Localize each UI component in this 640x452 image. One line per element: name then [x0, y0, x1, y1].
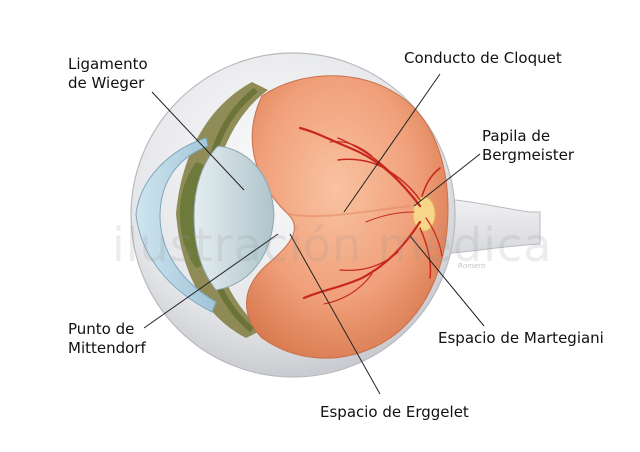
label-espacio-de-erggelet: Espacio de Erggelet	[320, 403, 469, 421]
leader-lines	[143, 73, 485, 395]
credit-text: Romero	[458, 262, 486, 270]
cornea-shape	[135, 137, 217, 313]
leader-punto	[143, 233, 279, 329]
lens-shape	[193, 145, 275, 291]
leader-ligamento	[151, 91, 245, 191]
vitreous-body-shape	[246, 75, 449, 359]
leader-papila	[413, 153, 481, 207]
label-conducto-de-cloquet: Conducto de Cloquet	[404, 49, 562, 67]
leader-martegiani	[409, 235, 485, 327]
label-papila-de-bergmeister: Papila de Bergmeister	[482, 127, 575, 164]
label-espacio-de-martegiani: Espacio de Martegiani	[438, 329, 604, 347]
label-punto-de-mittendorf: Punto de Mittendorf	[68, 320, 146, 357]
optic-nerve-shape	[431, 197, 541, 255]
label-ligamento-de-wieger: Ligamento de Wieger	[68, 55, 148, 92]
leader-conducto	[343, 73, 441, 213]
leader-erggelet	[289, 233, 381, 395]
